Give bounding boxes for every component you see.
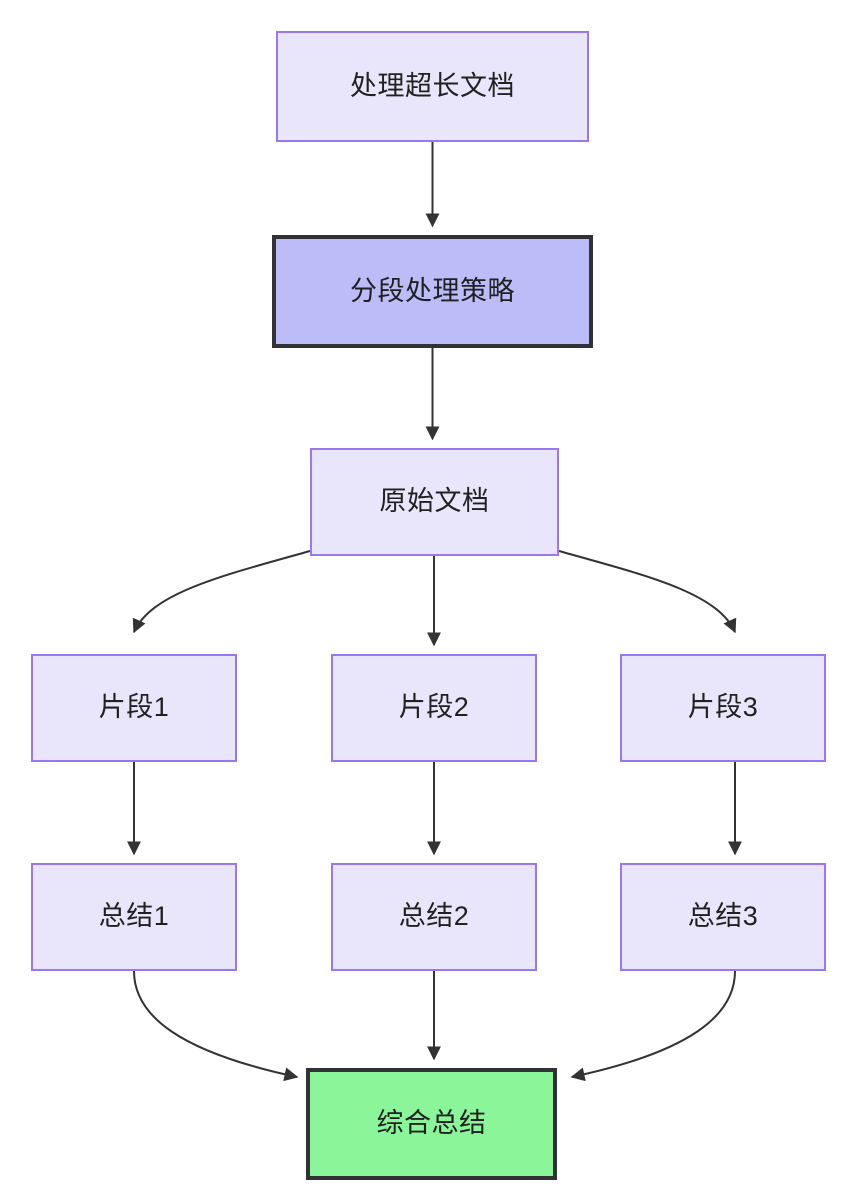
node-chunk-1[interactable]: 片段1 bbox=[31, 654, 237, 762]
node-final-summary[interactable]: 综合总结 bbox=[306, 1068, 557, 1180]
node-processing-long-document[interactable]: 处理超长文档 bbox=[276, 31, 589, 142]
node-chunk-2[interactable]: 片段2 bbox=[331, 654, 537, 762]
node-label: 总结1 bbox=[98, 901, 170, 932]
node-chunking-strategy[interactable]: 分段处理策略 bbox=[272, 235, 593, 348]
edge-source-to-chunk1 bbox=[132, 550, 311, 634]
node-summary-1[interactable]: 总结1 bbox=[31, 863, 237, 971]
edge-summary3-to-final bbox=[570, 970, 736, 1082]
edge-summary1-to-final bbox=[133, 970, 299, 1082]
node-summary-3[interactable]: 总结3 bbox=[620, 863, 826, 971]
node-label: 分段处理策略 bbox=[350, 275, 515, 306]
node-label: 总结3 bbox=[687, 901, 759, 932]
node-label: 综合总结 bbox=[376, 1108, 487, 1139]
node-label: 处理超长文档 bbox=[350, 70, 515, 101]
node-label: 片段1 bbox=[98, 692, 170, 723]
node-label: 片段2 bbox=[398, 692, 470, 723]
edge-source-to-chunk3 bbox=[558, 550, 737, 634]
node-summary-2[interactable]: 总结2 bbox=[331, 863, 537, 971]
node-source-document[interactable]: 原始文档 bbox=[310, 448, 559, 556]
node-label: 总结2 bbox=[398, 901, 470, 932]
node-label: 片段3 bbox=[687, 692, 759, 723]
node-chunk-3[interactable]: 片段3 bbox=[620, 654, 826, 762]
node-label: 原始文档 bbox=[379, 486, 490, 517]
